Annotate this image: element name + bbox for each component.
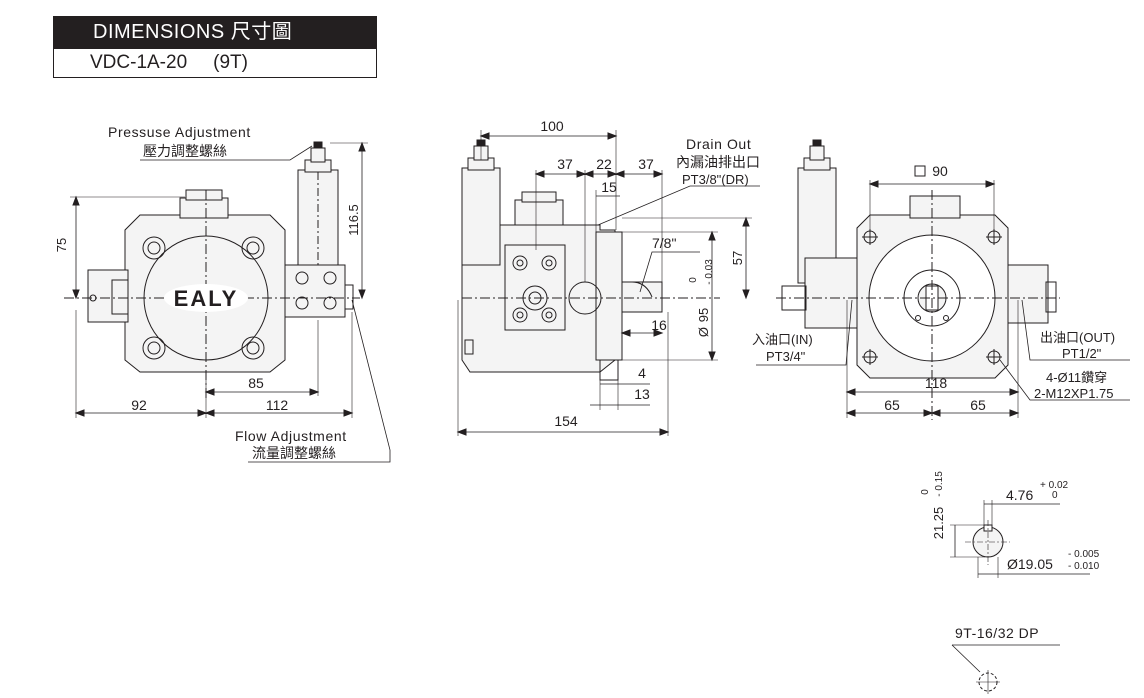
rear-view (756, 139, 1130, 420)
mounting-holes-label: 4-Ø11鑽穿 (1046, 370, 1107, 385)
dim-22: 22 (596, 156, 612, 172)
dim-75: 75 (54, 238, 69, 252)
spline-detail (951, 644, 1060, 694)
dim-100: 100 (540, 118, 564, 134)
dim-65-right: 65 (970, 397, 986, 413)
dim-37-left: 37 (557, 156, 573, 172)
model-label: VDC-1A-20(9T) (53, 49, 377, 78)
flow-adjust-label-en: Flow Adjustment (235, 428, 347, 444)
dim-4-76-tol-lower: 0 (1052, 490, 1058, 501)
dim-19-05: Ø19.05 (1007, 556, 1053, 572)
dim-16: 16 (651, 317, 667, 333)
thread-label: 2-M12XP1.75 (1034, 386, 1114, 401)
pressure-adjust-label-en: Pressuse Adjustment (108, 124, 251, 140)
spline-label: 9T-16/32 DP (955, 625, 1039, 641)
drawing-title: DIMENSIONS 尺寸圖 (53, 16, 377, 49)
outlet-port-label: PT1/2" (1062, 346, 1102, 361)
dim-65-left: 65 (884, 397, 900, 413)
dim-19-05-tol-upper: - 0.005 (1068, 549, 1100, 560)
dim-95-tol-lower: - 0.03 (704, 259, 715, 285)
bolt-icon (142, 236, 265, 360)
dim-7-8: 7/8" (652, 235, 676, 251)
dim-4-76-tol-upper: + 0.02 (1040, 480, 1069, 491)
dim-37-right: 37 (638, 156, 654, 172)
dim-57: 57 (730, 251, 745, 265)
inlet-label-zh: 入油口(IN) (752, 332, 813, 347)
outlet-label-zh: 出油口(OUT) (1040, 330, 1115, 345)
inlet-port-label: PT3/4" (766, 349, 806, 364)
dim-116-5: 116.5 (346, 204, 361, 236)
dim-21-25-tol: - 0.15 (934, 471, 945, 497)
side-view (456, 130, 760, 436)
shaft-section-detail (950, 500, 1090, 578)
dim-118: 118 (925, 375, 948, 391)
pressure-adjust-label-zh: 壓力調整螺絲 (143, 143, 227, 159)
dim-154: 154 (554, 413, 578, 429)
dim-4-76: 4.76 (1006, 487, 1033, 503)
diameter-symbol: Ø (696, 327, 711, 337)
dim-15: 15 (601, 179, 617, 195)
dim-4: 4 (638, 365, 646, 381)
dim-92: 92 (131, 397, 147, 413)
dim-90: 90 (932, 163, 948, 179)
dim-112: 112 (266, 397, 289, 413)
brand-logo: EALY (174, 286, 239, 311)
drain-port-label: PT3/8"(DR) (682, 172, 749, 187)
dim-21-25-tol-upper: 0 (920, 489, 931, 495)
flow-adjust-label-zh: 流量調整螺絲 (252, 445, 336, 461)
drain-label-en: Drain Out (686, 136, 751, 152)
dim-95: 95 (696, 308, 711, 322)
dim-13: 13 (634, 386, 650, 402)
dim-19-05-tol-lower: - 0.010 (1068, 561, 1100, 572)
drain-label-zh: 內漏油排出口 (676, 154, 760, 170)
dim-21-25: 21.25 (931, 507, 946, 540)
dim-95-tol-upper: 0 (688, 277, 699, 283)
dim-85: 85 (248, 375, 264, 391)
front-view (64, 141, 391, 463)
